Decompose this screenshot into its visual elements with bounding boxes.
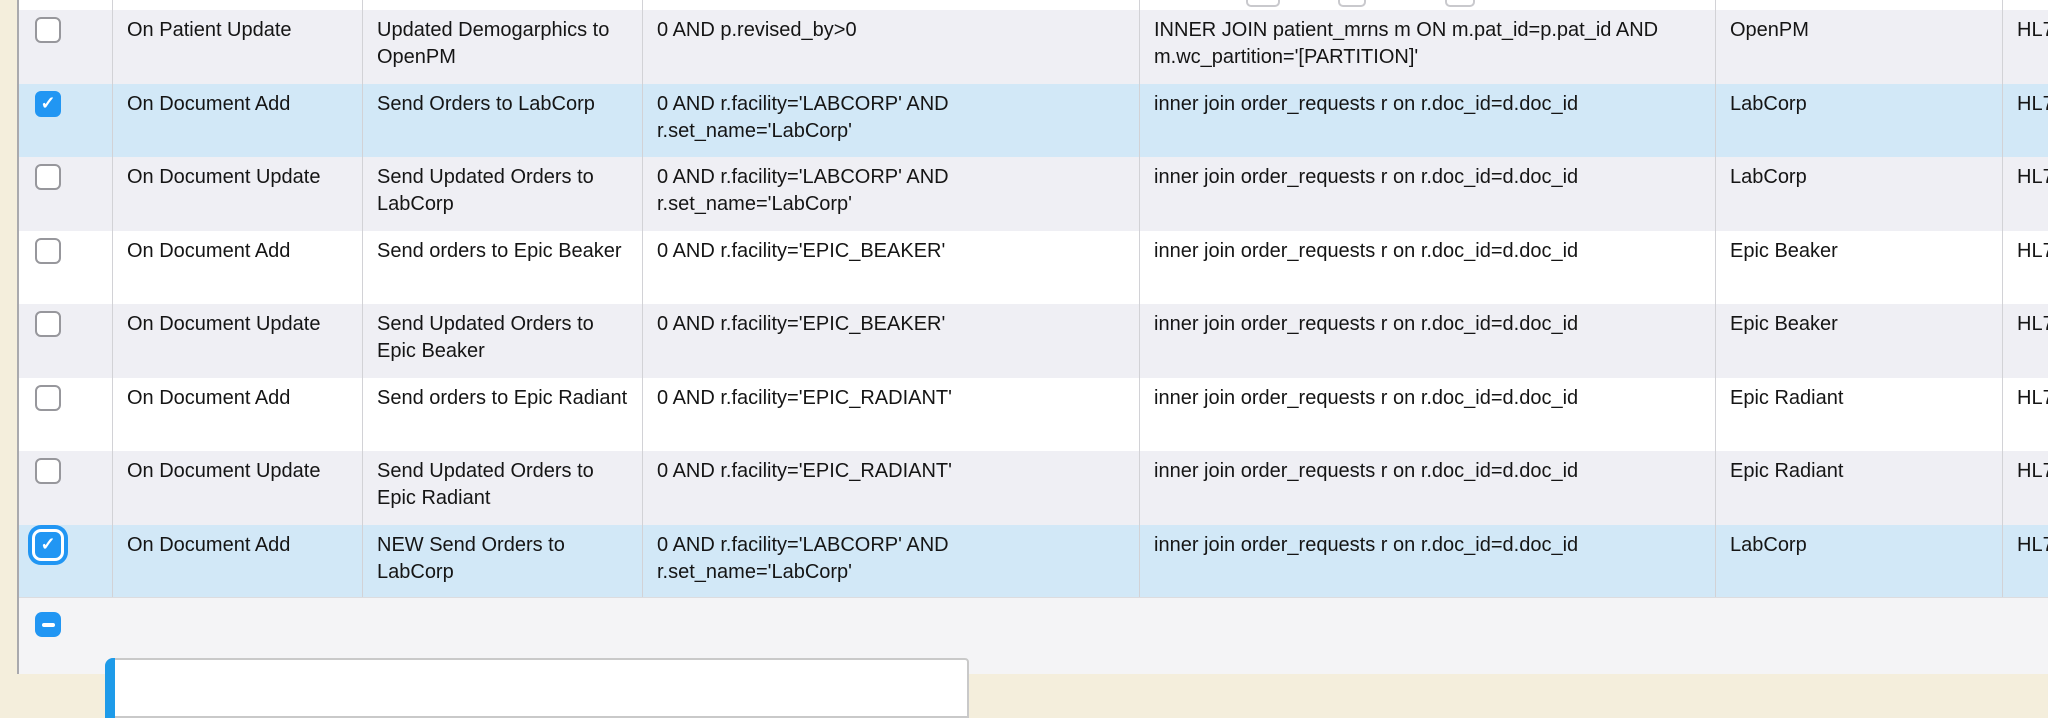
- row-join-clause: inner join order_requests r on r.doc_id=…: [1139, 525, 1715, 598]
- row-description: Send orders to Epic Beaker: [362, 231, 642, 305]
- row-type: HL7: [2002, 157, 2048, 231]
- row-checkbox-cell: [19, 10, 112, 84]
- row-checkbox-cell: [19, 304, 112, 378]
- row-type: HL7: [2002, 84, 2048, 158]
- row-event: On Document Add: [112, 378, 362, 452]
- row-condition: 0 AND p.revised_by>0: [642, 10, 1139, 84]
- row-type: HL7: [2002, 378, 2048, 452]
- minus-icon: [42, 623, 55, 627]
- row-event: On Document Add: [112, 231, 362, 305]
- row-checkbox-checked[interactable]: ✓: [35, 532, 61, 558]
- row-checkbox[interactable]: [35, 385, 61, 411]
- row-facility: Epic Beaker: [1715, 304, 2002, 378]
- row-description: Send orders to Epic Radiant: [362, 378, 642, 452]
- row-type: HL7: [2002, 451, 2048, 525]
- row-facility: Epic Radiant: [1715, 451, 2002, 525]
- row-join-clause: inner join order_requests r on r.doc_id=…: [1139, 304, 1715, 378]
- row-join-clause: inner join order_requests r on r.doc_id=…: [1139, 84, 1715, 158]
- row-event: On Patient Update: [112, 10, 362, 84]
- cutoff-pill: [1246, 0, 1280, 7]
- row-checkbox[interactable]: [35, 164, 61, 190]
- row-condition: 0 AND r.facility='LABCORP' AND r.set_nam…: [642, 525, 1139, 598]
- row-checkbox-cell: ✓: [19, 84, 112, 158]
- row-event: On Document Add: [112, 525, 362, 598]
- row-join-clause: inner join order_requests r on r.doc_id=…: [1139, 157, 1715, 231]
- row-description: Send Updated Orders to Epic Beaker: [362, 304, 642, 378]
- row-join-clause: inner join order_requests r on r.doc_id=…: [1139, 451, 1715, 525]
- row-facility: LabCorp: [1715, 84, 2002, 158]
- row-type: HL7: [2002, 525, 2048, 598]
- row-checkbox-cell: [19, 157, 112, 231]
- row-event: On Document Add: [112, 84, 362, 158]
- row-join-clause: inner join order_requests r on r.doc_id=…: [1139, 378, 1715, 452]
- row-condition: 0 AND r.facility='LABCORP' AND r.set_nam…: [642, 84, 1139, 158]
- row-checkbox-cell: [19, 451, 112, 525]
- row-description: NEW Send Orders to LabCorp: [362, 525, 642, 598]
- row-join-clause: inner join order_requests r on r.doc_id=…: [1139, 231, 1715, 305]
- row-checkbox-cell: ✓: [19, 525, 112, 598]
- row-checkbox-cell: [19, 378, 112, 452]
- row-type: HL7: [2002, 231, 2048, 305]
- row-condition: 0 AND r.facility='EPIC_BEAKER': [642, 231, 1139, 305]
- row-checkbox[interactable]: [35, 17, 61, 43]
- row-condition: 0 AND r.facility='LABCORP' AND r.set_nam…: [642, 157, 1139, 231]
- row-checkbox[interactable]: [35, 458, 61, 484]
- detail-box-accent-bar: [105, 658, 115, 718]
- row-description: Updated Demogarphics to OpenPM: [362, 10, 642, 84]
- row-checkbox[interactable]: [35, 311, 61, 337]
- row-facility: OpenPM: [1715, 10, 2002, 84]
- row-description: Send Orders to LabCorp: [362, 84, 642, 158]
- row-facility: Epic Radiant: [1715, 378, 2002, 452]
- row-description: Send Updated Orders to Epic Radiant: [362, 451, 642, 525]
- row-description: Send Updated Orders to LabCorp: [362, 157, 642, 231]
- row-event: On Document Update: [112, 157, 362, 231]
- row-facility: Epic Beaker: [1715, 231, 2002, 305]
- row-type: HL7: [2002, 10, 2048, 84]
- row-event: On Document Update: [112, 304, 362, 378]
- detail-input-box[interactable]: [105, 658, 969, 718]
- row-checkbox[interactable]: [35, 238, 61, 264]
- row-checkbox-checked[interactable]: ✓: [35, 91, 61, 117]
- row-checkbox-cell: [19, 231, 112, 305]
- remove-row-button[interactable]: [35, 612, 61, 637]
- row-type: HL7: [2002, 304, 2048, 378]
- row-join-clause: INNER JOIN patient_mrns m ON m.pat_id=p.…: [1139, 10, 1715, 84]
- row-event: On Document Update: [112, 451, 362, 525]
- row-facility: LabCorp: [1715, 157, 2002, 231]
- row-condition: 0 AND r.facility='EPIC_RADIANT': [642, 451, 1139, 525]
- row-condition: 0 AND r.facility='EPIC_BEAKER': [642, 304, 1139, 378]
- row-facility: LabCorp: [1715, 525, 2002, 598]
- cutoff-pill: [1445, 0, 1475, 7]
- cutoff-row-remnant: [19, 0, 2048, 10]
- row-condition: 0 AND r.facility='EPIC_RADIANT': [642, 378, 1139, 452]
- cutoff-pill: [1338, 0, 1366, 7]
